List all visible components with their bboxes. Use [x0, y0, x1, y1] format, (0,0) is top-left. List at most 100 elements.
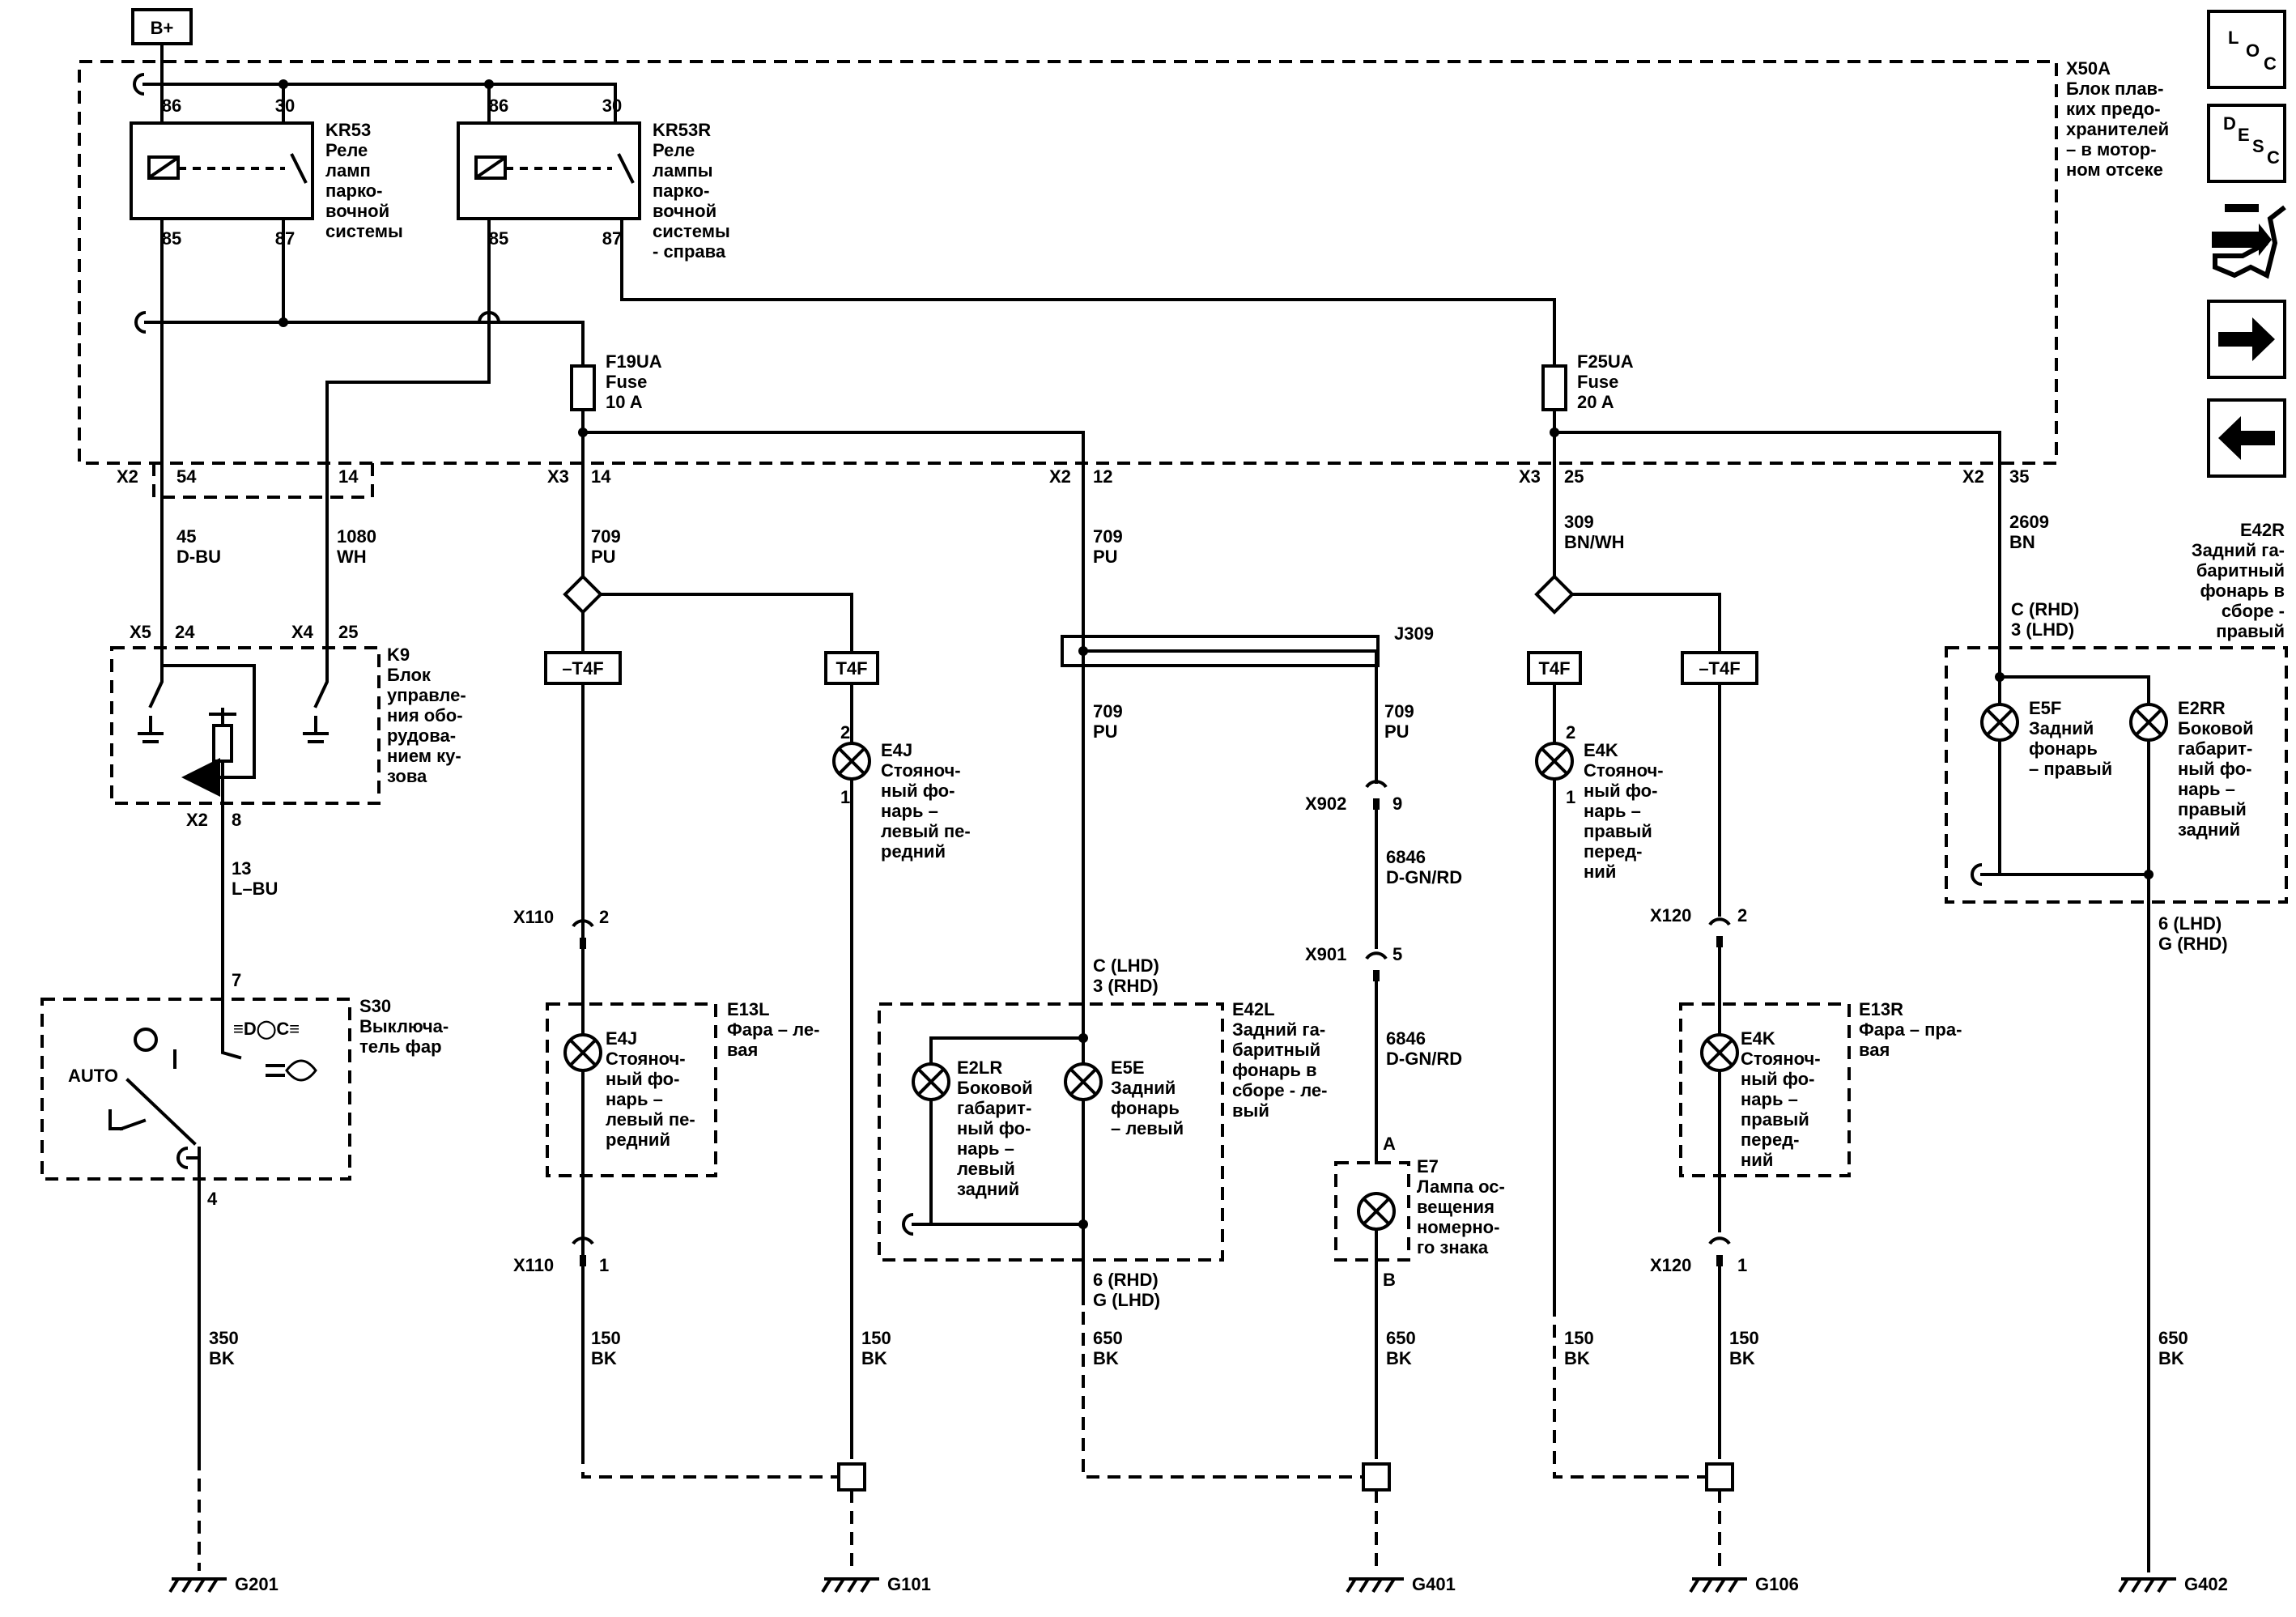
label: 3 (LHD)	[2011, 619, 2074, 640]
ground-hatch	[2131, 1577, 2142, 1594]
ground-hatch	[207, 1577, 219, 1594]
ground-hatch	[2157, 1577, 2168, 1594]
label: 5	[1392, 944, 1402, 964]
ground-label: G101	[887, 1574, 931, 1594]
connector-tool-button[interactable]	[2212, 204, 2286, 279]
ground-hatch	[821, 1577, 832, 1594]
lamp-e4k-head-name: нарь –	[1741, 1089, 1798, 1109]
tag-box	[1681, 651, 1758, 685]
lamp-e4j-head-name: редний	[606, 1130, 670, 1150]
lamp-e4k-front-name: перед-	[1584, 841, 1643, 862]
relay-name: ламп	[325, 160, 371, 181]
label: E2RR	[2178, 698, 2226, 718]
wire-color: BK	[209, 1348, 235, 1368]
switch-lever	[125, 1078, 197, 1146]
label: X120	[1650, 1255, 1691, 1275]
fuse-rating: 10 A	[606, 392, 643, 412]
fuse-id: F25UA	[1577, 351, 1634, 372]
wire-circuit: 650	[2158, 1328, 2188, 1348]
label: X2	[1962, 466, 1984, 487]
lamp-e7-name: номерно-	[1417, 1217, 1499, 1237]
connector-x120-1	[1708, 1236, 1731, 1245]
k9-switch	[313, 654, 329, 709]
fuse-block-name: Блок плав-	[2066, 79, 2163, 99]
lamp-e4j-head-name: ный фо-	[606, 1069, 679, 1089]
rear-lamp-e42l-outline	[878, 1002, 1224, 1262]
arrow-right-icon	[2218, 317, 2275, 361]
fuse-rating: 20 A	[1577, 392, 1614, 412]
ground-label: G401	[1412, 1574, 1456, 1594]
e42r-name: баритный	[2196, 560, 2285, 581]
lamp-e2rr-name: нарь –	[2178, 779, 2235, 799]
k9-name: нием ку-	[387, 746, 461, 766]
label: 35	[2009, 466, 2029, 487]
loc-letter: O	[2246, 40, 2260, 61]
relay-coil-mark	[149, 157, 178, 178]
label: 4	[207, 1189, 218, 1209]
relay-name: системы	[325, 221, 403, 241]
next-page-button[interactable]	[2207, 300, 2286, 379]
ground-hatch	[1728, 1577, 1739, 1594]
label: X2	[117, 466, 138, 487]
lamp-e2lr-name: левый	[957, 1159, 1015, 1179]
wire-color: PU	[1093, 547, 1118, 567]
fuse-block-name: – в мотор-	[2066, 139, 2157, 160]
wire-circuit: 45	[176, 526, 196, 547]
wire-circuit: 6846	[1386, 847, 1426, 867]
tag-label: –T4F	[1699, 658, 1740, 679]
ground-hatch	[168, 1577, 180, 1594]
label: 25	[338, 622, 358, 642]
label: 8	[232, 810, 241, 830]
wire-color: D-BU	[176, 547, 221, 567]
tag-box	[1527, 651, 1582, 685]
previous-page-button[interactable]	[2207, 398, 2286, 478]
ground-hatch	[1715, 1577, 1726, 1594]
auto-symbol	[108, 1109, 123, 1130]
wire-color: BK	[2158, 1348, 2184, 1368]
k9-name: Блок	[387, 665, 432, 685]
lamp-e2lr-name: нарь –	[957, 1138, 1014, 1159]
loc-button[interactable]: LOC	[2207, 10, 2286, 89]
label: X110	[513, 1255, 554, 1275]
wire-circuit: 150	[1729, 1328, 1759, 1348]
rear-lamp-e42r-outline	[1945, 646, 2288, 904]
label: E4K	[1741, 1028, 1775, 1049]
e42r-name: правый	[2216, 621, 2285, 641]
label: X5	[130, 622, 151, 642]
bus-hook	[134, 311, 147, 334]
ground-label: G402	[2184, 1574, 2228, 1594]
desc-letter: C	[2267, 147, 2280, 168]
lamp-e4k-front-name: правый	[1584, 821, 1652, 841]
label: 2	[599, 907, 609, 927]
headlamp-e13l-outline	[546, 1002, 717, 1177]
s30-name: Выключа-	[359, 1016, 449, 1036]
relay-name: парко-	[325, 181, 382, 201]
junction-dot	[1995, 672, 2005, 682]
wire-color: BK	[861, 1348, 887, 1368]
lamp-cross	[1541, 747, 1568, 775]
label: X4	[291, 622, 314, 642]
label: 1	[840, 787, 850, 807]
label: E4J	[881, 740, 912, 760]
lamp-cross	[1986, 709, 2013, 736]
tag-box	[544, 651, 622, 685]
wire-circuit: 13	[232, 858, 251, 879]
lamp-e5f-name: Задний	[2029, 718, 2094, 738]
wire-color: D-GN/RD	[1386, 1049, 1462, 1069]
loc-letter: L	[2228, 28, 2239, 48]
ground-hatch	[1689, 1577, 1700, 1594]
e42l-name: вый	[1232, 1100, 1269, 1121]
relay-name: системы	[653, 221, 730, 241]
label: E4J	[606, 1028, 637, 1049]
lamp-e2rr-name: ный фо-	[2178, 759, 2251, 779]
desc-letter: S	[2252, 136, 2264, 156]
desc-button-frame	[2207, 104, 2286, 183]
e42l-name: Задний га-	[1232, 1019, 1325, 1040]
relay-name: лампы	[653, 160, 713, 181]
wire-circuit: 309	[1564, 512, 1594, 532]
label: E5F	[2029, 698, 2061, 718]
k9-id: K9	[387, 645, 410, 665]
ground-hatch	[194, 1577, 206, 1594]
